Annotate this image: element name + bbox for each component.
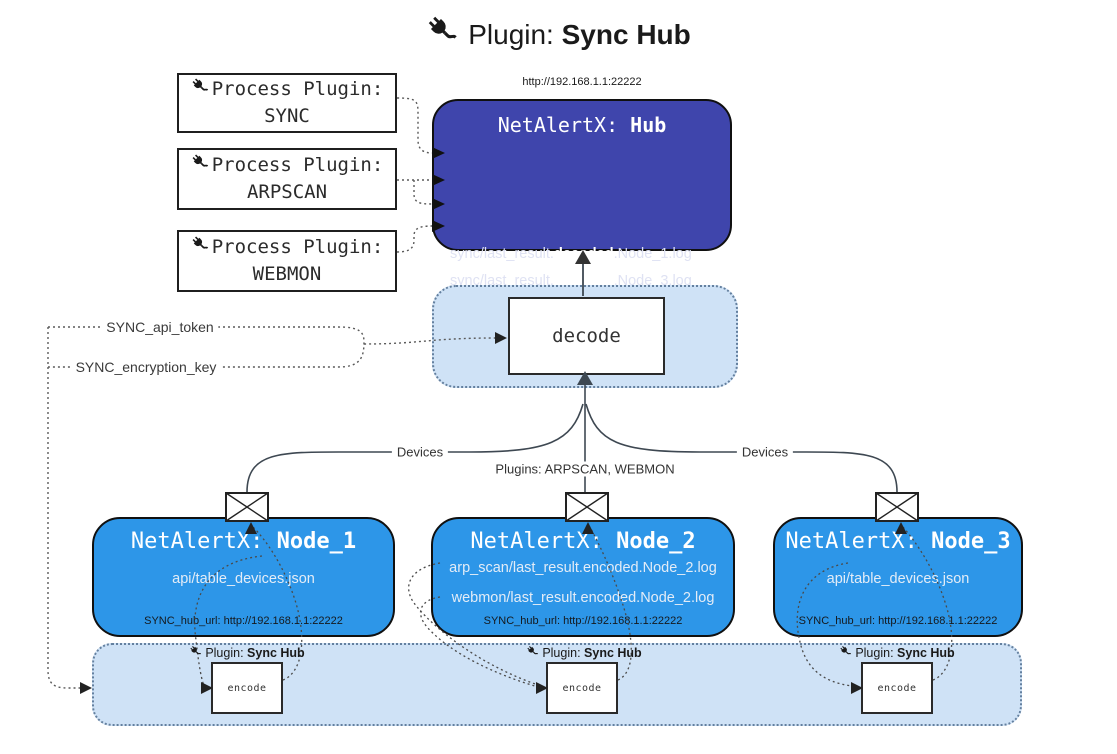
nodes-to-decode-curves (246, 380, 898, 505)
hub-title: NetAlertX: Hub (497, 113, 667, 137)
settings-arrow-icons (80, 332, 507, 694)
encode-plugin-label: Plugin: Sync Hub (526, 645, 642, 661)
node-hub-url: SYNC_hub_url: http://192.168.1.1:22222 (798, 615, 998, 627)
process-plugin-name: ARPSCAN (246, 180, 328, 203)
encode-box: encode (861, 662, 933, 714)
page-title: Plugin: Sync Hub (0, 14, 1117, 55)
process-plugin-label: Process Plugin: (211, 236, 384, 259)
edge-label-devices-left: Devices (391, 444, 449, 460)
plug-icon (189, 645, 202, 661)
plug-icon (191, 235, 210, 262)
node-file: webmon/last_result.encoded.Node_2.log (451, 590, 715, 606)
node-box-node1: NetAlertX: Node_1 api/table_devices.json… (92, 517, 395, 637)
node-title: NetAlertX: Node_1 (130, 529, 357, 554)
encode-box: encode (546, 662, 618, 714)
hub-box: NetAlertX: Hub sync/last_result.decoded.… (432, 99, 732, 335)
plug-icon (191, 77, 210, 104)
sync-api-token-label: SYNC_api_token (101, 319, 219, 335)
node-box-node2: NetAlertX: Node_2 arp_scan/last_result.e… (431, 517, 735, 637)
envelope-icon (225, 492, 269, 527)
process-plugin-name: WEBMON (252, 262, 322, 285)
envelope-icon (875, 492, 919, 527)
node-title: NetAlertX: Node_2 (470, 529, 696, 554)
node-file: api/table_devices.json (826, 571, 970, 587)
node-hub-url: SYNC_hub_url: http://192.168.1.1:22222 (144, 615, 343, 627)
plug-icon (426, 14, 460, 55)
hub-url: http://192.168.1.1:22222 (522, 76, 642, 88)
edge-label-plugins: Plugins: ARPSCAN, WEBMON (490, 461, 680, 477)
sync-encryption-key-label: SYNC_encryption_key (70, 359, 222, 375)
page-title-text: Plugin: Sync Hub (468, 18, 691, 50)
process-plugin-label: Process Plugin: (211, 78, 384, 101)
envelope-icon (565, 492, 609, 527)
encode-plugin-label: Plugin: Sync Hub (189, 645, 305, 661)
node-hub-url: SYNC_hub_url: http://192.168.1.1:22222 (483, 615, 683, 627)
process-plugin-box-arpscan: Process Plugin: ARPSCAN (177, 148, 397, 210)
encode-box: encode (211, 662, 283, 714)
encode-plugin-label: Plugin: Sync Hub (839, 645, 955, 661)
node-file: api/table_devices.json (172, 571, 315, 587)
node-file: arp_scan/last_result.encoded.Node_2.log (449, 560, 717, 576)
edge-label-devices-right: Devices (736, 444, 794, 460)
node-title: NetAlertX: Node_3 (785, 529, 1011, 554)
decode-box: decode (508, 297, 665, 375)
plug-icon (191, 153, 210, 180)
process-plugin-label: Process Plugin: (211, 154, 384, 177)
node-box-node3: NetAlertX: Node_3 api/table_devices.json… (773, 517, 1023, 637)
process-plugin-box-sync: Process Plugin: SYNC (177, 73, 397, 133)
plug-icon (526, 645, 539, 661)
plugin-to-hub-connectors (396, 97, 433, 253)
process-plugin-name: SYNC (264, 104, 310, 127)
plug-icon (839, 645, 852, 661)
hub-log-line: sync/last_result.decoded.Node_1.log (450, 246, 692, 262)
process-plugin-box-webmon: Process Plugin: WEBMON (177, 230, 397, 292)
